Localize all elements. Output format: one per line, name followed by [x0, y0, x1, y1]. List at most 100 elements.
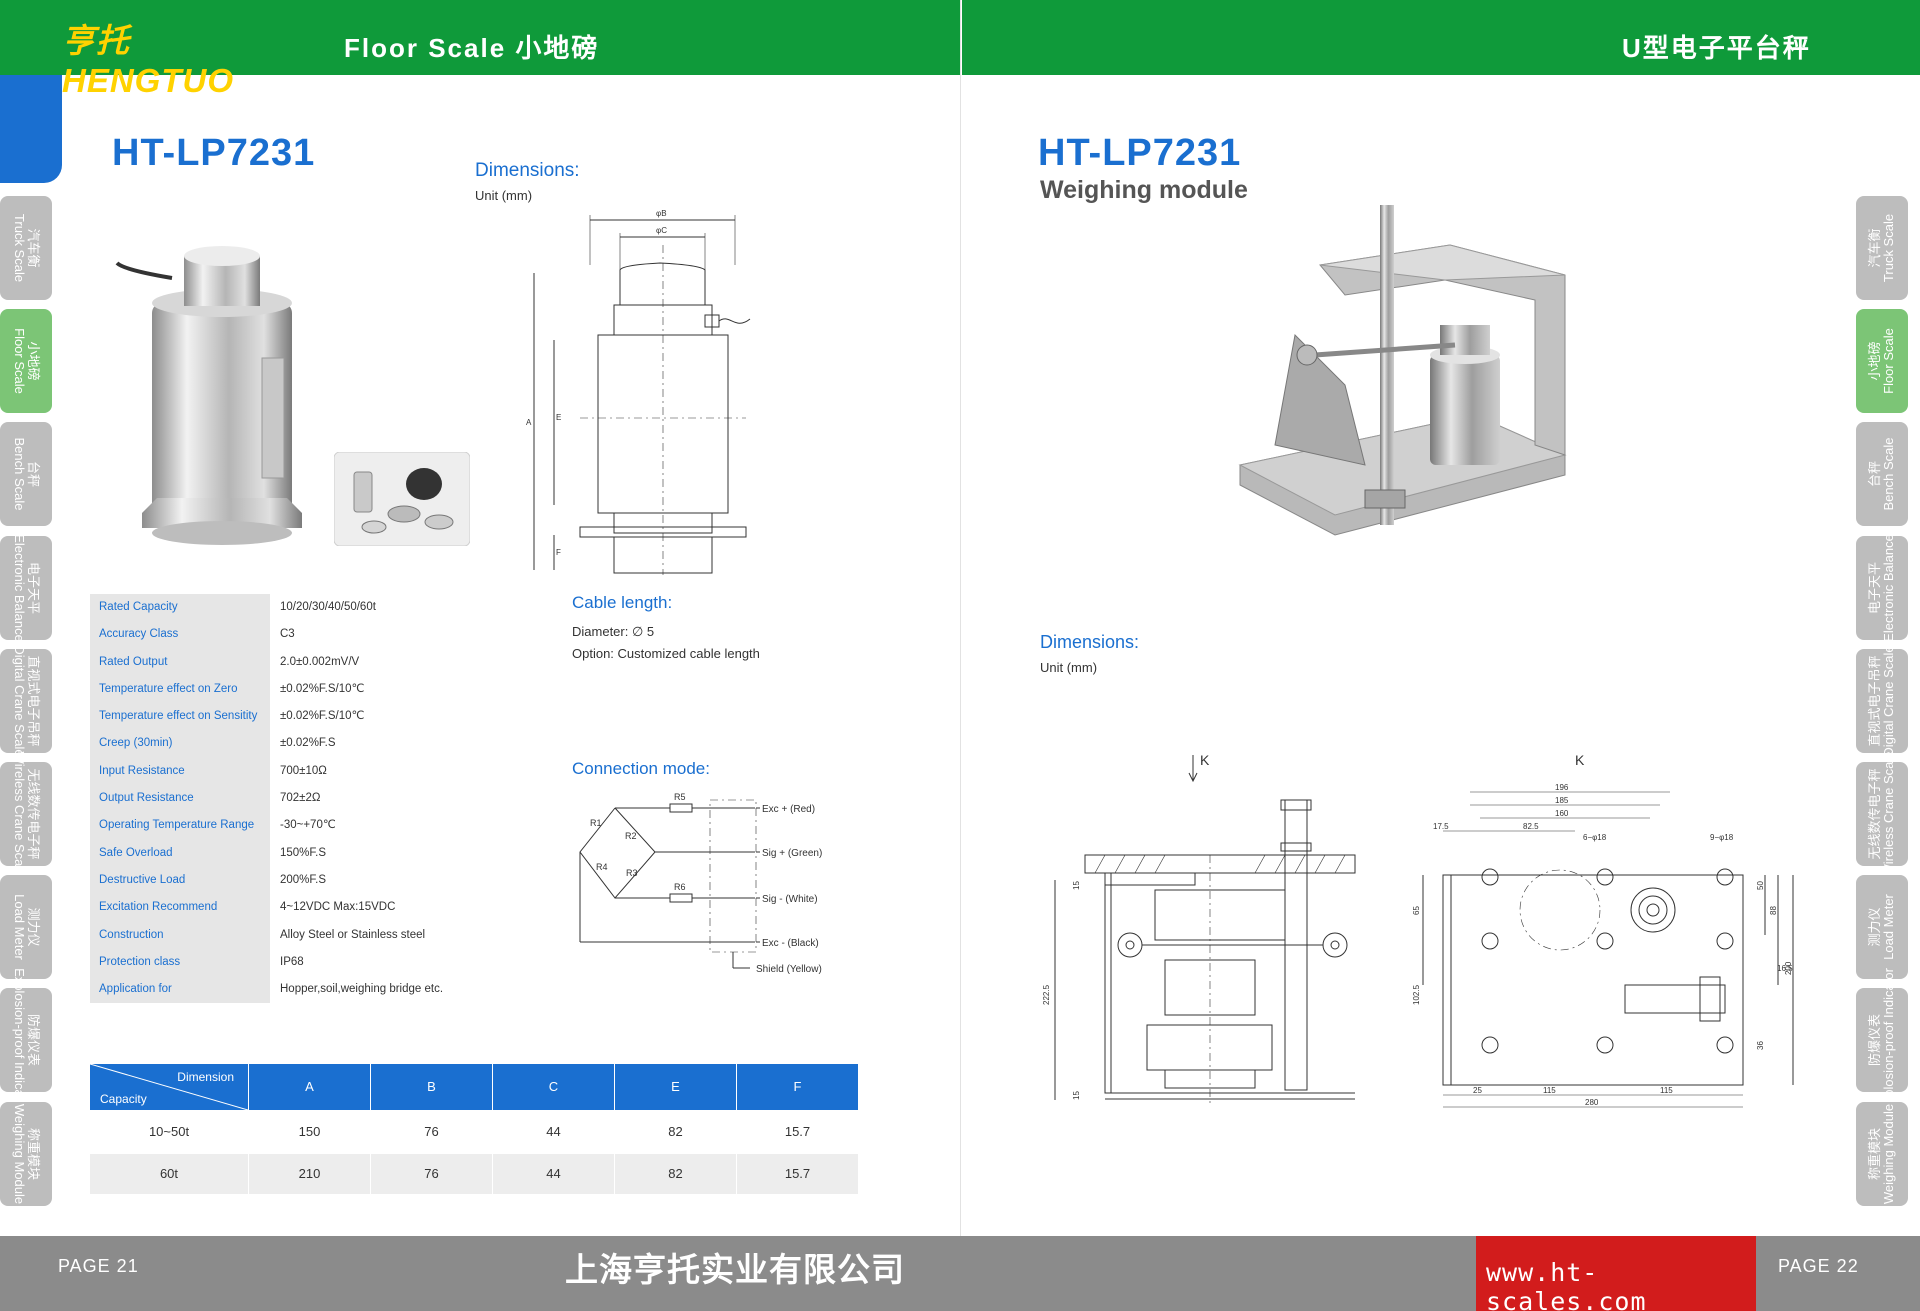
- spec-key: Creep (30min): [90, 730, 270, 758]
- spec-value: 10/20/30/40/50/60t: [280, 601, 376, 613]
- wire-exc-minus: Exc - (Black): [762, 938, 819, 949]
- dim-200: 200: [1784, 961, 1793, 975]
- spec-key: Temperature effect on Zero: [90, 675, 270, 704]
- spec-key: Rated Output: [90, 648, 270, 676]
- view-k-label-2: K: [1575, 752, 1585, 768]
- cable-option: Option: Customized cable length: [572, 646, 760, 661]
- wiring-diagram: R1 R2 R3 R4 R5 R6 Exc + (Red) Sig + (Gre…: [579, 792, 822, 975]
- row-capacity: 10~50t: [148, 1124, 190, 1139]
- wire-sig-minus: Sig - (White): [762, 894, 818, 905]
- spec-key: Protection class: [90, 948, 270, 977]
- spec-row: Creep (30min)±0.02%F.S: [90, 730, 450, 758]
- dim-115b: 115: [1660, 1086, 1673, 1095]
- right-unit-label: Unit (mm): [1040, 660, 1098, 675]
- load-cell-drawing: φB φC A E F: [526, 209, 751, 575]
- spec-key: Input Resistance: [90, 757, 270, 786]
- dim-label-F: F: [556, 548, 561, 557]
- header-logo-area: 亨托HENGTUO: [0, 0, 268, 99]
- connection-mode-title: Connection mode:: [572, 759, 710, 778]
- dim-15b: 15: [1072, 1091, 1081, 1100]
- dim-1025: 102.5: [1412, 984, 1421, 1005]
- dim-115a: 115: [1543, 1086, 1556, 1095]
- dim-2225: 222.5: [1042, 984, 1051, 1005]
- spec-row: Operating Temperature Range-30~+70℃: [90, 812, 450, 840]
- dim-25: 25: [1473, 1086, 1482, 1095]
- wire-shield: Shield (Yellow): [756, 964, 822, 975]
- page-number-left: PAGE 21: [58, 1256, 139, 1276]
- dim-160: 160: [1555, 809, 1569, 818]
- col-header: B: [370, 1064, 492, 1110]
- right-dimensions-title: Dimensions:: [1040, 632, 1140, 652]
- table-cell: 82: [614, 1112, 736, 1152]
- table-cell: 210: [248, 1154, 370, 1194]
- cable-length-title: Cable length:: [572, 593, 673, 612]
- left-model-title: HT-LP7231: [112, 132, 316, 174]
- spec-key: Application for: [90, 976, 270, 1004]
- circuit-r2: R2: [625, 831, 637, 841]
- spec-row: Temperature effect on Zero ±0.02%F.S/10℃: [90, 675, 450, 704]
- website-banner[interactable]: www.ht-scales.com: [1476, 1236, 1756, 1311]
- circuit-r5: R5: [674, 792, 686, 802]
- table-cell: 15.7: [736, 1112, 858, 1152]
- cable-diameter: Diameter: ∅ 5: [572, 624, 655, 639]
- col-header: E: [614, 1064, 736, 1110]
- spec-value: 2.0±0.002mV/V: [280, 655, 360, 668]
- header-bar-right: [962, 0, 1920, 75]
- dimension-table-header: Dimension Capacity A B C E F: [90, 1064, 858, 1110]
- spec-value: Alloy Steel or Stainless steel: [280, 928, 426, 941]
- spec-key: Temperature effect on Sensitity: [90, 703, 270, 731]
- corner-label-capacity: Capacity: [100, 1092, 147, 1106]
- dim-175: 17.5: [1433, 822, 1449, 831]
- col-header: A: [248, 1064, 370, 1110]
- dim-280: 280: [1585, 1098, 1599, 1107]
- website-link[interactable]: www.ht-scales.com: [1486, 1258, 1647, 1311]
- module-top-view-drawing: K 196 185 160 17.5 82.5 6−φ18 9−φ18 65 1…: [1412, 752, 1794, 1108]
- table-cell: 76: [370, 1112, 492, 1152]
- spec-value: 702±2Ω: [280, 792, 321, 805]
- spec-value: ±0.02%F.S/10℃: [280, 682, 365, 695]
- spec-value: IP68: [280, 955, 304, 968]
- dim-label-phiC: φC: [656, 226, 667, 235]
- circuit-r1: R1: [590, 818, 602, 828]
- wire-sig-plus: Sig + (Green): [762, 848, 822, 859]
- dim-label-E: E: [556, 413, 561, 422]
- spec-value: 700±10Ω: [280, 764, 327, 777]
- spec-row: Temperature effect on Sensitity±0.02%F.S…: [90, 703, 450, 731]
- spec-value: 150%F.S: [280, 846, 327, 859]
- weighing-module-photo: [1238, 205, 1567, 536]
- row-capacity: 60t: [159, 1166, 179, 1181]
- circuit-r3: R3: [626, 868, 638, 878]
- page-gutter: [960, 0, 961, 1311]
- corner-diagonal: [90, 1064, 248, 1110]
